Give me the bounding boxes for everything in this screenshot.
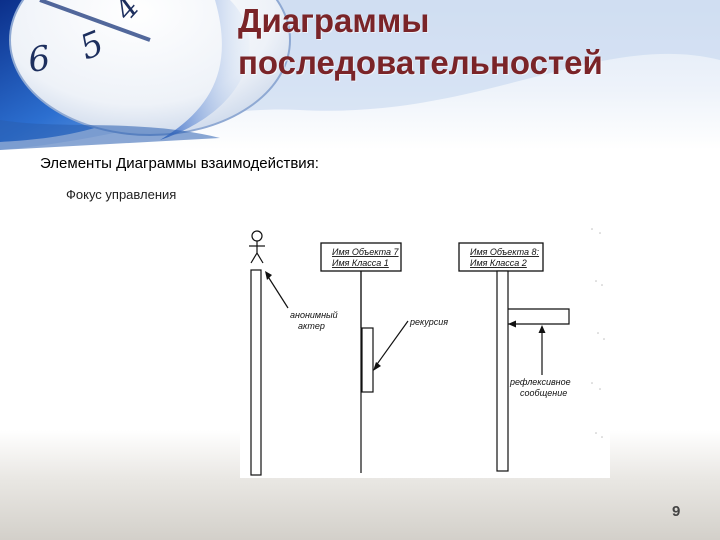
- slide-title-line1: Диаграммы: [238, 2, 430, 39]
- slide-subtitle: Элементы Диаграммы взаимодействия:: [40, 155, 319, 172]
- bullet-item: Фокус управления: [66, 187, 177, 202]
- scan-noise: [591, 228, 605, 438]
- object1-name: Имя Объекта 7: [332, 247, 400, 257]
- sequence-diagram: Имя Объекта 7 Имя Класса 1 Имя Объекта 8…: [240, 215, 610, 478]
- recursion-label: рекурсия: [409, 317, 448, 327]
- reflexive-message-arrow: [508, 308, 570, 325]
- header-decoration: 6 5 4: [0, 0, 720, 150]
- slide-title-line2: последовательностей: [238, 44, 603, 81]
- object1-class: Имя Класса 1: [332, 258, 389, 268]
- object2-activation-bar: [496, 270, 509, 472]
- actor-activation-bar: [250, 269, 262, 476]
- actor-icon: [249, 230, 265, 264]
- object2-name: Имя Объекта 8:: [470, 247, 540, 257]
- object2-box: [458, 242, 544, 272]
- object2-class: Имя Класса 2: [470, 258, 527, 268]
- actor-label-line2: актер: [298, 321, 325, 331]
- slide-title: Диаграммы последовательностей: [238, 0, 708, 84]
- reflexive-label-line1: рефлексивное: [509, 377, 571, 387]
- reflexive-label-line2: сообщение: [520, 388, 567, 398]
- actor-pointer: [266, 274, 289, 309]
- object1-box: [320, 242, 402, 272]
- actor-label-line1: анонимный: [290, 310, 338, 320]
- object1-activation-bar: [361, 327, 374, 393]
- page-number: 9: [672, 503, 681, 520]
- recursion-pointer: [374, 320, 409, 368]
